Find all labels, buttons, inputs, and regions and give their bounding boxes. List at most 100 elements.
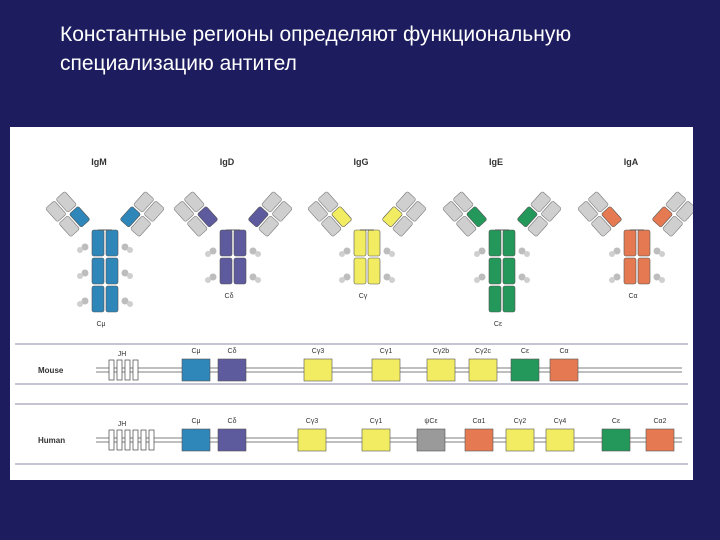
gene-label: Cγ4	[554, 418, 567, 425]
fc-domain	[368, 230, 380, 256]
slide-title: Константные регионы определяют функциона…	[60, 20, 700, 78]
glycan-dot	[127, 247, 133, 253]
fc-domain	[489, 230, 501, 256]
gene-label: Cγ2	[514, 418, 527, 425]
gene-label: Cα2	[654, 418, 667, 425]
gene-label: Cμ	[191, 418, 200, 425]
fc-domain	[503, 258, 515, 284]
glycan-dot	[255, 251, 261, 257]
fab-arm	[382, 191, 427, 237]
gene-mouse-6	[511, 359, 539, 381]
gene-label: Cδ	[228, 348, 237, 355]
j-segment	[109, 430, 114, 450]
fc-domain	[638, 258, 650, 284]
antibody-label-ige: IgE	[489, 157, 503, 167]
gene-label: Cα1	[473, 418, 486, 425]
gene-mouse-4	[427, 359, 455, 381]
gene-label: Cε	[612, 418, 620, 425]
gene-mouse-2	[304, 359, 332, 381]
gene-mouse-7	[550, 359, 578, 381]
antibody-igg: IgG Cγ	[307, 157, 426, 300]
glycan-dot	[255, 277, 261, 283]
glycan-dot	[609, 251, 615, 257]
constant-label-igm: Cμ	[96, 321, 105, 328]
fc-domain	[92, 230, 104, 256]
glycan-dot	[77, 273, 83, 279]
fab-arm	[517, 191, 562, 237]
fc-domain	[503, 230, 515, 256]
gene-label: Cγ2c	[475, 348, 491, 355]
gene-label: Cγ2b	[433, 348, 449, 355]
glycan-dot	[205, 251, 211, 257]
fc-domain	[92, 258, 104, 284]
antibody-figure: IgMCμIgDCδIgGCγIgECεIgACαMouseJHCμCδCγ3C…	[10, 127, 693, 480]
gene-mouse-1	[218, 359, 246, 381]
j-label: JH	[118, 351, 127, 358]
fc-domain	[220, 258, 232, 284]
fab-arm	[652, 191, 693, 237]
glycan-dot	[609, 277, 615, 283]
fc-domain	[92, 286, 104, 312]
fab-arm	[442, 191, 487, 237]
glycan-dot	[127, 301, 133, 307]
glycan-dot	[474, 251, 480, 257]
glycan-dot	[524, 277, 530, 283]
fc-domain	[368, 258, 380, 284]
j-segment	[149, 430, 154, 450]
gene-label: Cγ3	[306, 418, 319, 425]
fab-arm	[45, 191, 90, 237]
glycan-dot	[659, 251, 665, 257]
gene-mouse-0	[182, 359, 210, 381]
gene-label: Cα	[559, 348, 568, 355]
antibody-ige: IgE Cε	[442, 157, 561, 328]
fc-domain	[106, 230, 118, 256]
fab-arm	[173, 191, 218, 237]
gene-label: Cε	[521, 348, 529, 355]
glycan-dot	[474, 277, 480, 283]
fab-arm	[120, 191, 165, 237]
antibody-label-igg: IgG	[354, 157, 369, 167]
gene-label: Cδ	[228, 418, 237, 425]
gene-mouse-3	[372, 359, 400, 381]
constant-label-igg: Cγ	[359, 293, 368, 300]
gene-human-5	[465, 429, 493, 451]
gene-human-0	[182, 429, 210, 451]
j-segment	[109, 360, 114, 380]
antibody-label-iga: IgA	[624, 157, 639, 167]
glycan-dot	[77, 247, 83, 253]
fc-domain	[234, 230, 246, 256]
fc-domain	[503, 286, 515, 312]
gene-mouse-5	[469, 359, 497, 381]
glycan-dot	[659, 277, 665, 283]
antibody-label-igm: IgM	[91, 157, 107, 167]
fc-domain	[354, 230, 366, 256]
figure-canvas: IgMCμIgDCδIgGCγIgECεIgACαMouseJHCμCδCγ3C…	[10, 127, 693, 480]
j-segment	[117, 360, 122, 380]
j-segment	[133, 430, 138, 450]
j-segment	[117, 430, 122, 450]
constant-label-iga: Cα	[628, 293, 637, 300]
gene-label: ψCε	[424, 418, 437, 425]
gene-human-1	[218, 429, 246, 451]
constant-label-ige: Cε	[494, 321, 502, 328]
gene-human-4	[417, 429, 445, 451]
fc-domain	[106, 286, 118, 312]
antibody-igm: IgM Cμ	[45, 157, 164, 328]
gene-human-2	[298, 429, 326, 451]
fc-domain	[354, 258, 366, 284]
glycan-dot	[127, 273, 133, 279]
constant-label-igd: Cδ	[225, 293, 234, 300]
glycan-dot	[77, 301, 83, 307]
gene-human-9	[646, 429, 674, 451]
fc-domain	[489, 286, 501, 312]
j-segment	[125, 360, 130, 380]
glycan-dot	[389, 251, 395, 257]
glycan-dot	[339, 277, 345, 283]
species-label-human: Human	[38, 436, 65, 445]
species-label-mouse: Mouse	[38, 366, 64, 375]
fab-arm	[248, 191, 293, 237]
j-segment	[133, 360, 138, 380]
gene-label: Cμ	[191, 348, 200, 355]
